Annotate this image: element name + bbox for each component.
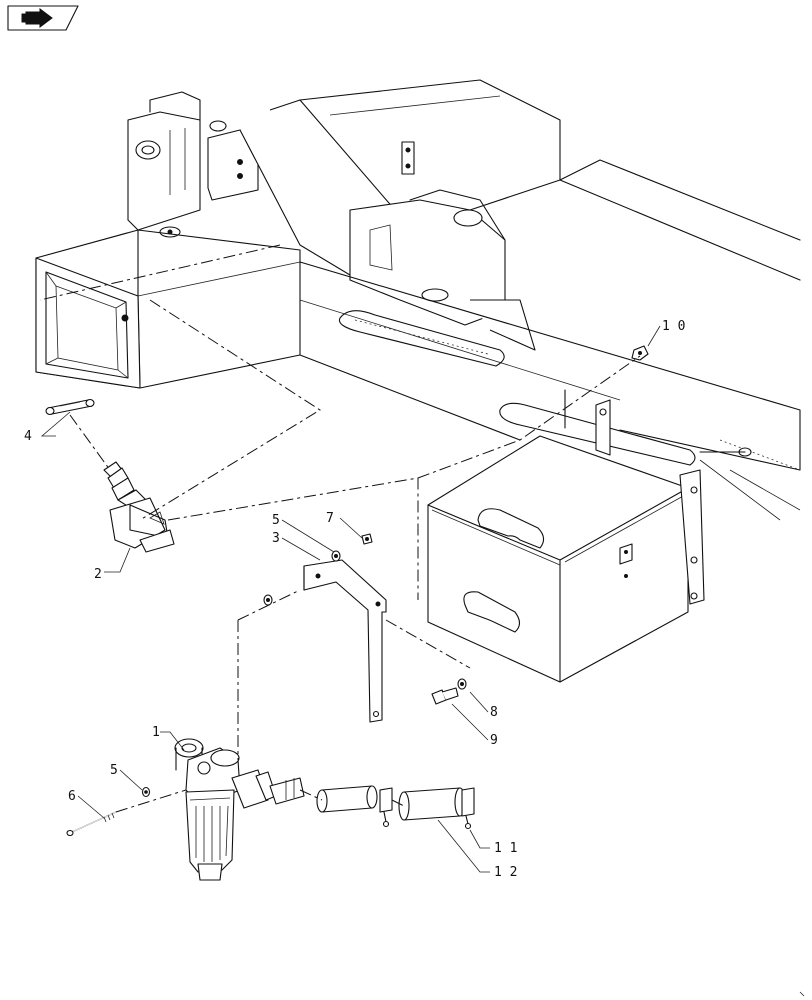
assembly-lines bbox=[39, 244, 641, 813]
part-8-washer bbox=[457, 678, 467, 690]
part-12-hose bbox=[398, 787, 475, 830]
callout-label-5a: 5 bbox=[272, 513, 280, 528]
part-1-filter bbox=[174, 738, 305, 881]
part-washer-bracket bbox=[263, 594, 273, 606]
part-11-hose bbox=[316, 785, 393, 828]
callout-label-5b: 5 bbox=[110, 763, 118, 778]
callout-label-11: 1 1 bbox=[494, 841, 517, 856]
part-5-washer-upper bbox=[331, 550, 341, 562]
page-nav-button[interactable] bbox=[7, 5, 79, 31]
callout-label-8: 8 bbox=[490, 705, 498, 720]
callout-label-4: 4 bbox=[24, 429, 32, 444]
callout-label-7: 7 bbox=[326, 511, 334, 526]
battery-box bbox=[427, 389, 705, 683]
part-2-fitting bbox=[103, 461, 175, 553]
page-forward-icon bbox=[21, 8, 53, 28]
callout-leaders bbox=[40, 325, 661, 873]
callout-label-10: 1 0 bbox=[662, 319, 685, 334]
callout-label-9: 9 bbox=[490, 733, 498, 748]
part-4-clamp bbox=[45, 398, 95, 416]
callout-label-12: 1 2 bbox=[494, 865, 517, 880]
callout-label-3: 3 bbox=[272, 531, 280, 546]
part-7-nut bbox=[361, 533, 373, 545]
part-10-nut bbox=[631, 345, 649, 361]
callout-label-1: 1 bbox=[152, 725, 160, 740]
part-5-washer-lower bbox=[141, 786, 151, 798]
callout-label-2: 2 bbox=[94, 567, 102, 582]
callout-label-6: 6 bbox=[68, 789, 76, 804]
part-6-bolt bbox=[66, 811, 117, 837]
main-frame bbox=[35, 79, 801, 521]
part-3-bracket bbox=[303, 559, 387, 723]
part-9-bolt bbox=[431, 687, 459, 705]
corner-mark bbox=[799, 991, 805, 997]
